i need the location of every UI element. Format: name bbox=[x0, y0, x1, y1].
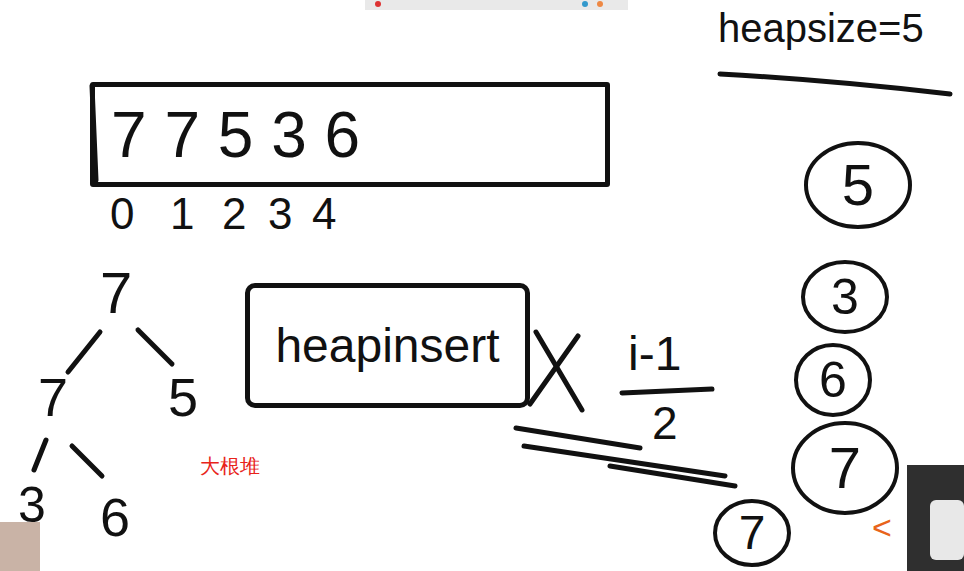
circle-stroke bbox=[793, 423, 897, 513]
underline bbox=[720, 74, 950, 94]
circle-node: 5 bbox=[803, 140, 913, 230]
note-label: 1 bbox=[170, 192, 194, 236]
node-text: 7 bbox=[829, 439, 861, 497]
fraction-bar bbox=[622, 389, 712, 393]
panel-icon bbox=[930, 500, 964, 560]
node-text: 5 bbox=[842, 156, 874, 214]
note-label: 2 bbox=[222, 192, 246, 236]
note-label: 4 bbox=[312, 192, 336, 236]
circle-node: 7 bbox=[790, 420, 900, 516]
side-panel bbox=[907, 465, 964, 571]
note-label: 0 bbox=[110, 192, 134, 236]
underline bbox=[524, 446, 725, 476]
circle-node: 7 bbox=[712, 498, 792, 568]
note-label: 2 bbox=[652, 400, 678, 446]
note-label: 7 bbox=[38, 370, 68, 424]
node-text: 3 bbox=[831, 272, 859, 322]
note-label: i-1 bbox=[628, 330, 681, 378]
tree-edge bbox=[72, 446, 102, 476]
note-label: 6 bbox=[100, 490, 130, 544]
note-label: < bbox=[872, 510, 892, 544]
toolbar-dot bbox=[582, 1, 588, 7]
underline bbox=[516, 428, 640, 448]
ink-strokes bbox=[34, 74, 950, 486]
cross-mark bbox=[530, 336, 578, 404]
note-label: 3 bbox=[268, 192, 292, 236]
circle-stroke bbox=[715, 501, 789, 565]
tree-edge bbox=[34, 440, 46, 470]
process-box: heapinsert bbox=[245, 283, 530, 408]
circle-stroke bbox=[806, 143, 910, 227]
circle-stroke bbox=[796, 345, 870, 415]
node-text: heapinsert bbox=[275, 322, 499, 370]
node-text: 6 bbox=[819, 355, 847, 405]
note-label: 大根堆 bbox=[200, 456, 260, 476]
node-text: 7 bbox=[739, 509, 766, 557]
circle-stroke bbox=[803, 262, 887, 332]
circle-node: 3 bbox=[800, 259, 890, 335]
note-label: 7 bbox=[100, 264, 132, 322]
toolbar-dot bbox=[375, 1, 381, 7]
tree-edge bbox=[68, 332, 100, 372]
note-label: 3 bbox=[18, 480, 46, 530]
underline bbox=[610, 466, 735, 486]
note-label: 5 bbox=[168, 370, 198, 424]
toolbar bbox=[365, 0, 628, 10]
toolbar-dot bbox=[597, 1, 603, 7]
tree-edge bbox=[138, 330, 172, 364]
circle-node: 6 bbox=[793, 342, 873, 418]
note-label: heapsize=5 bbox=[718, 8, 924, 48]
process-box: 7 7 5 3 6 bbox=[90, 82, 610, 187]
node-text: 7 7 5 3 6 bbox=[111, 103, 360, 167]
